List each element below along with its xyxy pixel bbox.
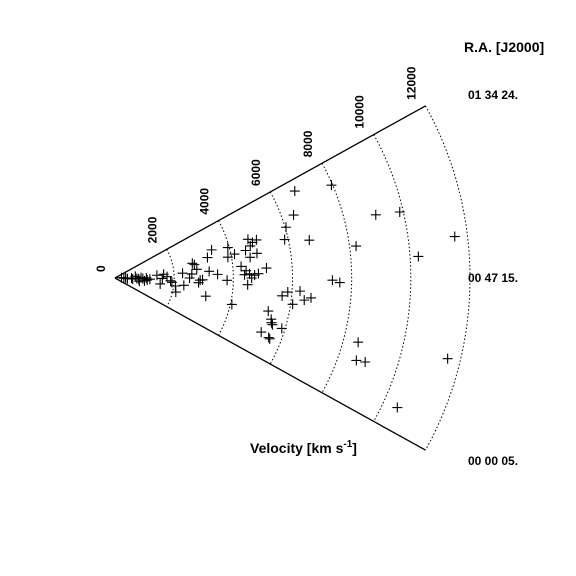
data-point-43 bbox=[226, 299, 237, 310]
data-point-65 bbox=[267, 319, 278, 330]
ra-label-2: 00 00 05. bbox=[468, 454, 518, 468]
data-point-42 bbox=[222, 242, 233, 253]
data-point-75 bbox=[288, 210, 299, 221]
data-point-61 bbox=[256, 327, 267, 338]
data-point-66 bbox=[263, 332, 274, 343]
data-point-56 bbox=[247, 237, 258, 248]
velocity-tick-label-6000: 6000 bbox=[249, 159, 263, 186]
data-point-70 bbox=[279, 234, 290, 245]
data-point-72 bbox=[281, 222, 292, 233]
ra-labels: 01 34 24. 00 47 15. 00 00 05. bbox=[468, 88, 518, 468]
data-point-87 bbox=[370, 209, 381, 220]
velocity-tick-label-4000: 4000 bbox=[197, 188, 211, 215]
velocity-axis-title-main: Velocity [km s bbox=[250, 440, 344, 456]
velocity-arc-10000 bbox=[373, 134, 412, 422]
velocity-arcs bbox=[166, 105, 471, 451]
data-point-26 bbox=[178, 280, 189, 291]
wedge-upper-edge bbox=[114, 105, 426, 279]
wedge-lower-edge bbox=[114, 277, 426, 451]
data-point-92 bbox=[442, 353, 453, 364]
data-point-59 bbox=[251, 234, 262, 245]
ra-label-1: 00 47 15. bbox=[468, 271, 518, 285]
data-point-28 bbox=[186, 269, 197, 280]
data-point-69 bbox=[282, 287, 293, 298]
data-point-89 bbox=[413, 251, 424, 262]
velocity-arc-12000 bbox=[425, 105, 471, 451]
data-point-39 bbox=[212, 269, 223, 280]
data-point-21 bbox=[165, 275, 176, 286]
data-point-31 bbox=[191, 264, 202, 275]
ra-axis-title: R.A. [J2000] bbox=[464, 39, 544, 55]
velocity-tick-label-10000: 10000 bbox=[353, 95, 367, 129]
velocity-arc-2000 bbox=[166, 249, 175, 307]
data-point-60 bbox=[261, 263, 272, 274]
data-point-74 bbox=[295, 286, 306, 297]
galaxy-points bbox=[116, 180, 460, 413]
velocity-tick-label-12000: 12000 bbox=[404, 66, 418, 100]
data-point-16 bbox=[151, 270, 162, 281]
data-point-44 bbox=[229, 249, 240, 260]
data-point-79 bbox=[289, 186, 300, 197]
velocity-tick-label-8000: 8000 bbox=[301, 130, 315, 157]
data-point-88 bbox=[394, 207, 405, 218]
data-point-67 bbox=[264, 333, 275, 344]
ra-label-0: 01 34 24. bbox=[468, 88, 518, 102]
data-point-49 bbox=[240, 245, 251, 256]
velocity-tick-labels: 0 2000 4000 6000 8000 10000 12000 bbox=[94, 66, 418, 272]
data-point-73 bbox=[287, 299, 298, 310]
data-point-58 bbox=[251, 248, 262, 259]
data-point-46 bbox=[239, 269, 250, 280]
velocity-arc-8000 bbox=[321, 163, 353, 393]
velocity-arc-6000 bbox=[269, 191, 293, 365]
data-point-83 bbox=[351, 241, 362, 252]
velocity-axis-title-exponent: -1 bbox=[343, 439, 352, 450]
data-point-62 bbox=[263, 306, 274, 317]
data-point-25 bbox=[177, 268, 188, 279]
data-point-38 bbox=[206, 244, 217, 255]
velocity-axis-title: Velocity [km s-1] bbox=[250, 439, 357, 456]
data-point-86 bbox=[360, 356, 371, 367]
data-point-27 bbox=[184, 273, 195, 283]
data-point-15 bbox=[144, 274, 155, 285]
velocity-tick-label-0: 0 bbox=[94, 265, 108, 272]
data-point-50 bbox=[244, 268, 255, 279]
data-point-78 bbox=[304, 235, 315, 246]
data-point-30 bbox=[189, 259, 200, 270]
data-point-85 bbox=[351, 355, 362, 366]
data-point-51 bbox=[245, 252, 256, 263]
data-point-84 bbox=[353, 337, 364, 348]
data-point-14 bbox=[142, 274, 153, 285]
data-point-37 bbox=[202, 252, 213, 263]
data-point-45 bbox=[236, 261, 247, 272]
data-point-40 bbox=[222, 275, 233, 286]
data-point-68 bbox=[277, 290, 288, 301]
data-point-41 bbox=[222, 252, 233, 263]
data-point-80 bbox=[327, 275, 338, 286]
wedge-edges bbox=[114, 105, 426, 451]
data-point-29 bbox=[187, 258, 198, 269]
velocity-axis-title-close: ] bbox=[352, 440, 357, 456]
data-point-35 bbox=[200, 291, 211, 302]
data-point-64 bbox=[266, 317, 277, 328]
data-point-71 bbox=[276, 323, 287, 334]
data-point-36 bbox=[204, 266, 215, 277]
data-point-91 bbox=[449, 231, 460, 242]
data-point-77 bbox=[306, 292, 317, 303]
data-point-24 bbox=[170, 287, 181, 298]
data-point-82 bbox=[326, 180, 337, 191]
data-point-17 bbox=[155, 278, 166, 289]
data-point-81 bbox=[334, 277, 345, 288]
velocity-arc-4000 bbox=[218, 220, 234, 336]
data-point-76 bbox=[299, 295, 310, 306]
data-point-48 bbox=[242, 279, 253, 290]
velocity-tick-label-2000: 2000 bbox=[146, 216, 160, 243]
data-point-18 bbox=[157, 273, 168, 284]
data-point-57 bbox=[253, 268, 264, 279]
data-point-34 bbox=[197, 274, 208, 285]
data-point-90 bbox=[392, 402, 403, 413]
